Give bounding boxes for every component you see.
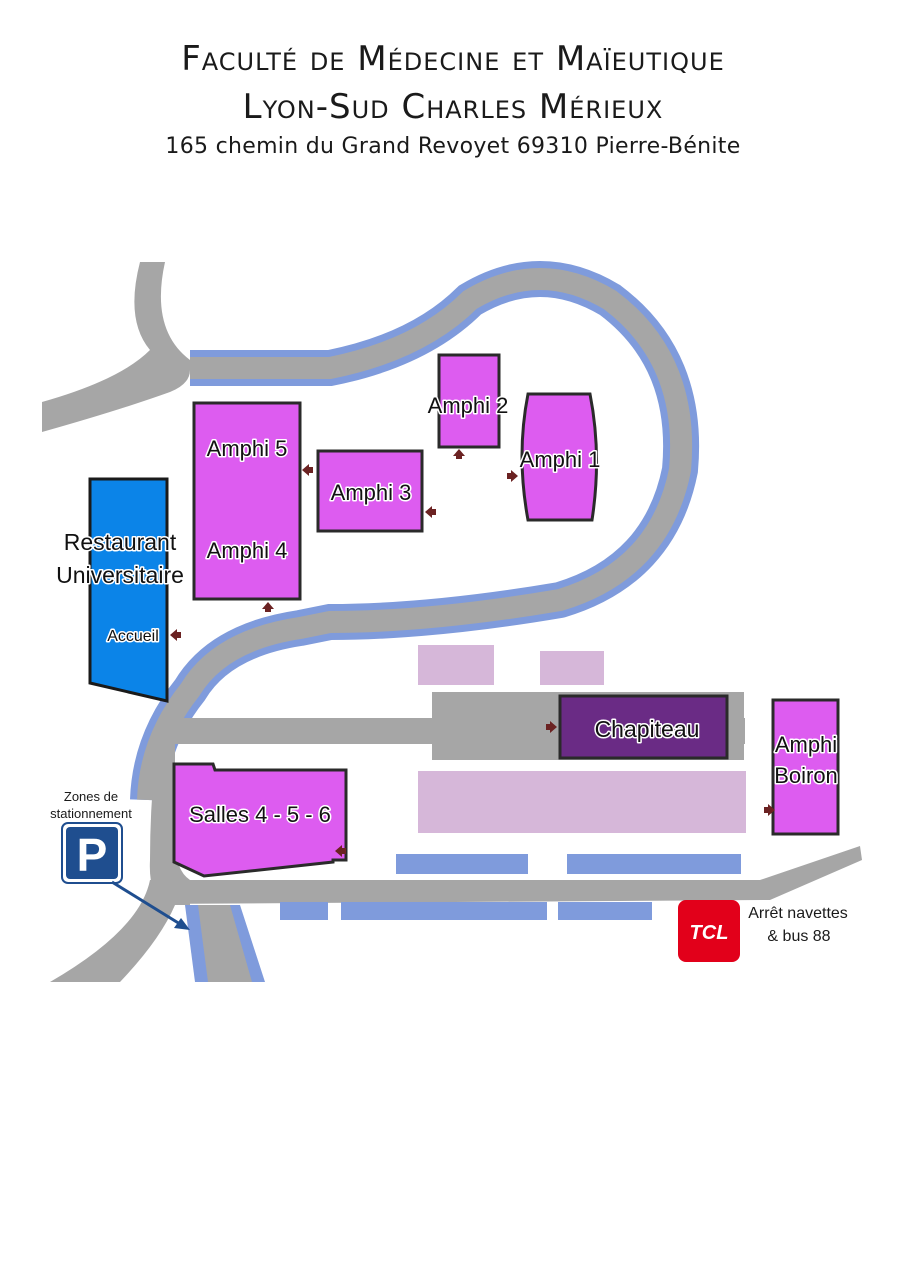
zone-light-3 [418,771,746,833]
entrance-arrow-icon [507,470,518,482]
transit-stop: TCL Arrêt navettes & bus 88 [678,900,848,962]
label-amphi-boiron-line1: Amphi [775,732,837,757]
zone-blue-5 [558,902,652,920]
parking-legend: Zones de stationnement P [50,789,190,930]
label-chapiteau: Chapiteau [595,716,700,742]
zone-blue-4 [341,902,547,920]
address: 165 chemin du Grand Revoyet 69310 Pierre… [165,134,741,159]
parking-sign-letter: P [77,829,108,881]
road-north-west [42,262,190,432]
building-chapiteau[interactable] [558,694,729,760]
road-loop [137,268,693,801]
transit-stop-line1: Arrêt navettes [748,905,848,922]
page-title-line1: Faculté de Médecine et Maïeutique [181,39,725,79]
entrance-arrow-icon [425,506,436,518]
building-salles[interactable] [172,762,348,878]
building-amphi-boiron[interactable] [771,698,840,836]
entrance-arrow-icon [546,721,557,733]
label-amphi-1: Amphi 1 [520,447,601,472]
road-south-west [198,905,252,982]
building-amphi-2[interactable] [437,353,501,449]
label-salles: Salles 4 - 5 - 6 [189,802,331,827]
label-amphi-boiron-line2: Boiron [774,763,838,788]
entrance-arrow-icon [170,629,181,641]
entrance-arrow-icon [262,602,274,612]
road-south [150,846,862,904]
building-amphi-3[interactable] [316,449,424,533]
label-amphi-3: Amphi 3 [331,480,412,505]
label-restaurant-line2: Universitaire [56,562,184,588]
parking-sign-icon: P [61,822,123,884]
tcl-logo-icon: TCL [678,900,740,962]
entrance-arrow-icon [453,449,465,459]
road-west [149,720,190,905]
entrance-arrow-icon [335,845,346,857]
entrance-arrow-icon [302,464,313,476]
zone-light-2 [540,651,604,685]
label-amphi-2: Amphi 2 [428,393,509,418]
parking-arrow-icon [111,880,190,930]
parking-label-line2: stationnement [50,806,132,821]
zone-blue-1 [396,854,528,874]
tcl-logo-text: TCL [690,922,729,944]
building-restaurant[interactable] [88,477,169,703]
label-accueil: Accueil [107,628,159,645]
zone-light-1 [418,645,494,685]
zone-blue-2 [567,854,741,874]
entrance-arrows [170,449,775,857]
entrance-arrow-icon [764,804,775,816]
label-restaurant-line1: Restaurant [64,529,177,555]
building-amphi-1[interactable] [520,392,599,522]
building-amphi-4-5[interactable] [192,401,302,601]
buildings [88,353,840,878]
building-labels: Amphi 5 Amphi 4 Amphi 3 Amphi 2 Amphi 1 … [55,392,840,829]
label-amphi-4: Amphi 4 [207,538,288,563]
road-south-west-branch [50,880,175,982]
parking-zones [280,645,746,920]
parking-label-line1: Zones de [64,789,118,804]
page-title-line2: Lyon-Sud Charles Mérieux [242,87,664,127]
label-amphi-5: Amphi 5 [207,436,288,461]
zone-blue-3 [280,902,328,920]
transit-stop-line2: & bus 88 [767,928,830,945]
